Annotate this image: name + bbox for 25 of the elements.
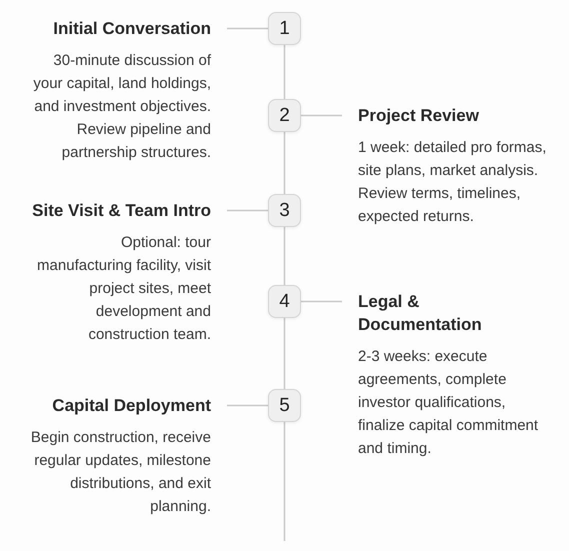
step-title: Project Review — [358, 105, 480, 127]
connector-line — [227, 210, 268, 212]
connector-line — [227, 28, 268, 30]
connector-line — [284, 422, 286, 541]
connector-line — [301, 114, 342, 116]
connector-line — [301, 300, 342, 302]
step-number: 1 — [268, 12, 301, 45]
step-description: Optional: tour manufacturing facility, visit project sites, meet development and construction team. — [36, 233, 211, 345]
step-title: Legal & Documentation — [358, 291, 483, 336]
step-number: 4 — [268, 285, 301, 318]
connector-line — [284, 227, 286, 285]
step-description: 1 week: detailed pro formas, site plans, market analysis. Review terms, timelines, expected returns. — [358, 138, 548, 227]
step-number: 2 — [268, 99, 301, 132]
connector-line — [284, 132, 286, 194]
connector-line — [284, 45, 286, 99]
connector-line — [227, 404, 268, 406]
step-description: 30-minute discussion of your capital, land holdings, and investment objectives. Review pipeline and partnership structures. — [32, 51, 211, 163]
step-title: Initial Conversation — [52, 18, 211, 40]
step-description: Begin construction, receive regular updates, milestone distributions, and exit planning. — [30, 428, 211, 517]
step-number: 5 — [268, 389, 301, 422]
step-number: 3 — [268, 194, 301, 227]
connector-line — [284, 318, 286, 389]
step-title: Capital Deployment — [51, 395, 211, 417]
step-title: Site Visit & Team Intro — [31, 200, 211, 222]
step-description: 2-3 weeks: execute agreements, complete investor qualifications, finalize capital commitment and timing. — [358, 347, 540, 459]
